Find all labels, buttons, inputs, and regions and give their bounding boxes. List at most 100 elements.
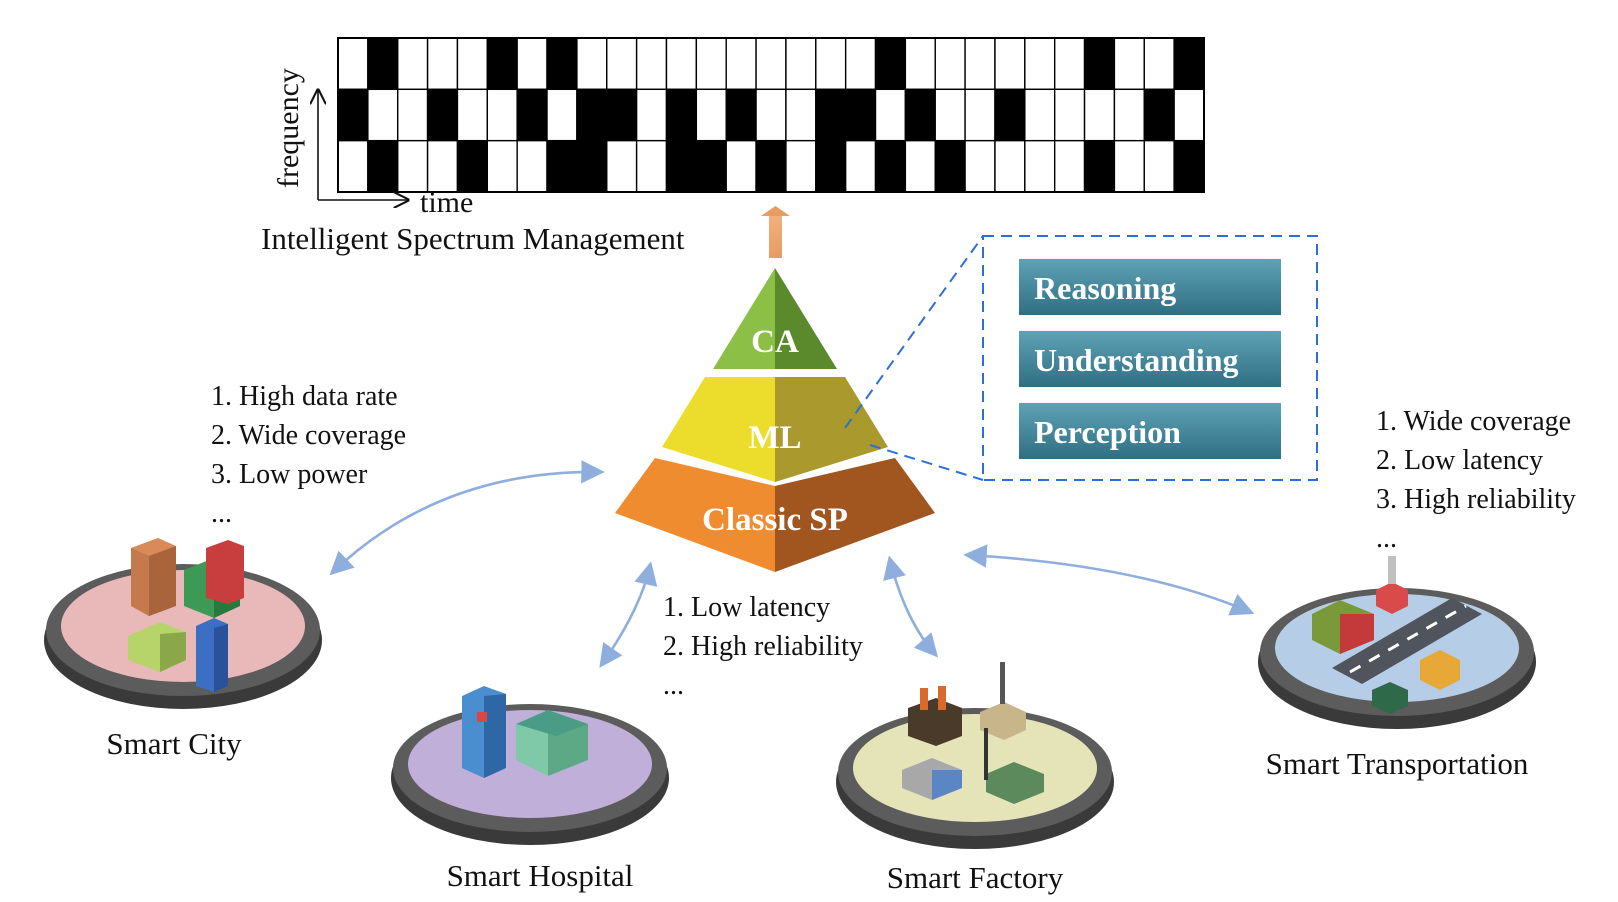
spectrum-cell (606, 88, 638, 142)
transportation-arrow (963, 544, 1255, 616)
spectrum-cell (635, 139, 668, 193)
spectrum-cell (576, 37, 608, 91)
spectrum-cell (337, 88, 369, 142)
spectrum-cell (1143, 37, 1175, 91)
svg-text:1. Low latency: 1. Low latency (663, 592, 830, 623)
spectrum-cell (815, 139, 847, 193)
smart-transportation-platform: Smart Transportation (1258, 556, 1536, 781)
svg-text:1. Wide coverage: 1. Wide coverage (1376, 406, 1571, 437)
spectrum-cell (486, 37, 518, 91)
spectrum-cell (1113, 139, 1145, 193)
spectrum-cell (874, 139, 907, 193)
svg-text:2. Wide coverage: 2. Wide coverage (211, 420, 406, 451)
frequency-axis-label: frequency (272, 68, 305, 188)
spectrum-cell (1083, 88, 1116, 142)
spectrum-cell (1083, 139, 1116, 193)
factory-arrow (883, 555, 939, 658)
spectrum-cell (426, 139, 459, 193)
smart-factory-label: Smart Factory (887, 860, 1064, 895)
spectrum-cell (1024, 139, 1056, 193)
spectrum-cell (546, 37, 578, 91)
spectrum-cell (934, 37, 966, 91)
spectrum-cell (665, 139, 698, 193)
smart-city-platform: Smart City (44, 538, 322, 761)
smart-city-label: Smart City (106, 726, 242, 761)
spectrum-cell (1173, 88, 1205, 142)
city-buildings-icon (128, 538, 244, 692)
spectrum-cell (725, 88, 757, 142)
smart-transportation-label: Smart Transportation (1266, 746, 1529, 781)
spectrum-cell (337, 139, 369, 193)
time-axis-label: time (420, 186, 473, 219)
spectrum-cell (874, 88, 907, 142)
spectrum-cell (665, 88, 698, 142)
spectrum-cell (486, 88, 518, 142)
spectrum-cell (367, 88, 399, 142)
spectrum-cell (1113, 88, 1145, 142)
spectrum-cell (1024, 88, 1056, 142)
shared-requirements: 1. Low latency 2. High reliability ... (663, 592, 863, 701)
spectrum-cell (516, 37, 548, 91)
spectrum-cell (755, 37, 787, 91)
spectrum-cell (844, 37, 877, 91)
svg-text:...: ... (211, 498, 232, 529)
svg-text:Reasoning: Reasoning (1034, 270, 1176, 306)
smart-hospital-platform: Smart Hospital (391, 686, 669, 893)
transportation-road-icon (1312, 556, 1482, 714)
connection-arrows (329, 460, 1255, 668)
spectrum-cell (695, 88, 727, 142)
spectrum-panel: frequency time Intelligent Spectrum Mana… (261, 37, 1205, 256)
spectrum-cell (844, 88, 877, 142)
pyramid-ca-label: CA (751, 324, 799, 360)
spectrum-cell (755, 139, 787, 193)
spectrum-cell (426, 37, 459, 91)
spectrum-cell (606, 37, 638, 91)
spectrum-cell (1113, 37, 1145, 91)
spectrum-cell (516, 88, 548, 142)
spectrum-cell (785, 139, 817, 193)
spectrum-cell (337, 37, 369, 91)
spectrum-cell (695, 37, 727, 91)
spectrum-cell (456, 37, 489, 91)
svg-text:2. Low latency: 2. Low latency (1376, 445, 1543, 476)
pyramid-tier-classic-sp: Classic SP (615, 458, 935, 572)
spectrum-cell (725, 37, 757, 91)
spectrum-cell (994, 139, 1026, 193)
svg-text:3. High reliability: 3. High reliability (1376, 484, 1576, 515)
factory-buildings-icon (902, 662, 1044, 804)
spectrum-cell (1083, 37, 1116, 91)
spectrum-grid (337, 37, 1205, 193)
spectrum-cell (367, 139, 399, 193)
svg-text:Perception: Perception (1034, 414, 1181, 450)
spectrum-cell (815, 88, 847, 142)
spectrum-cell (695, 139, 727, 193)
spectrum-cell (546, 88, 578, 142)
spectrum-cell (367, 37, 399, 91)
spectrum-cell (964, 37, 996, 91)
spectrum-cell (1024, 37, 1056, 91)
city-arrow (329, 460, 605, 576)
spectrum-cell (934, 88, 966, 142)
spectrum-cell (635, 37, 668, 91)
up-arrow-icon (761, 206, 790, 258)
spectrum-cell (576, 88, 608, 142)
svg-text:1. High data rate: 1. High data rate (211, 381, 398, 412)
spectrum-cell (635, 88, 668, 142)
capability-zoom: Reasoning Understanding Perception (844, 235, 1318, 481)
spectrum-cell (456, 139, 489, 193)
spectrum-cell (426, 88, 459, 142)
spectrum-cell (1053, 37, 1086, 91)
city-requirements: 1. High data rate 2. Wide coverage 3. Lo… (211, 381, 406, 529)
spectrum-cell (785, 88, 817, 142)
pyramid-classic-sp-label: Classic SP (702, 502, 848, 538)
spectrum-cell (1173, 37, 1205, 91)
spectrum-cell (1143, 88, 1175, 142)
pyramid-ml-label: ML (748, 420, 801, 456)
spectrum-cell (815, 37, 847, 91)
spectrum-cell (904, 37, 936, 91)
spectrum-caption: Intelligent Spectrum Management (261, 221, 685, 256)
spectrum-cell (516, 139, 548, 193)
spectrum-cell (994, 37, 1026, 91)
spectrum-cell (576, 139, 608, 193)
